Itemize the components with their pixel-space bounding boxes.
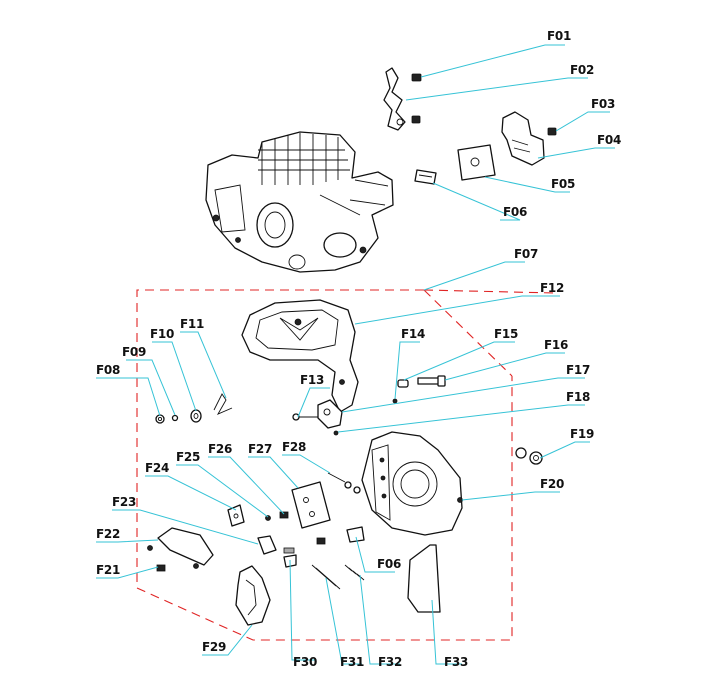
part-f06-lower	[346, 526, 365, 543]
part-f01-f02	[383, 67, 422, 131]
callout-f08: F08	[96, 363, 120, 377]
callout-f15: F15	[494, 327, 518, 341]
part-f05	[457, 144, 496, 181]
part-f29-band	[235, 565, 271, 626]
callout-f30: F30	[293, 655, 317, 669]
callout-f29: F29	[202, 640, 226, 654]
callout-f04: F04	[597, 133, 621, 147]
callout-f06-lower: F06	[377, 557, 401, 571]
callout-f32: F32	[378, 655, 402, 669]
part-f19	[515, 447, 543, 465]
part-f27-plate	[291, 481, 331, 545]
callout-f25: F25	[176, 450, 200, 464]
part-f03-f04	[501, 111, 557, 166]
callout-f20: F20	[540, 477, 564, 491]
callout-f11: F11	[180, 317, 204, 331]
callout-f07: F07	[514, 247, 538, 261]
callout-f23: F23	[112, 495, 136, 509]
group-boundary	[136, 289, 513, 641]
callout-f09: F09	[122, 345, 146, 359]
callout-f28: F28	[282, 440, 306, 454]
part-f06-top	[414, 169, 437, 185]
engine-assembly	[205, 131, 394, 273]
part-f12-cover	[241, 299, 359, 413]
callout-f06-top: F06	[503, 205, 527, 219]
part-f28	[327, 472, 361, 494]
part-f15-f16	[397, 375, 446, 388]
part-f33-guard	[407, 544, 441, 613]
callout-f12: F12	[540, 281, 564, 295]
callout-f18: F18	[566, 390, 590, 404]
part-f17-f18	[317, 399, 343, 436]
callout-f24: F24	[145, 461, 169, 475]
callout-f02: F02	[570, 63, 594, 77]
callout-f22: F22	[96, 527, 120, 541]
callout-f21: F21	[96, 563, 120, 577]
callout-f19: F19	[570, 427, 594, 441]
group-boundary-diag	[423, 289, 513, 377]
callout-f16: F16	[544, 338, 568, 352]
callout-f05: F05	[551, 177, 575, 191]
callout-f03: F03	[591, 97, 615, 111]
callout-f01: F01	[547, 29, 571, 43]
part-f20-cover	[361, 431, 463, 536]
callout-f10: F10	[150, 327, 174, 341]
callout-labels: F01 F02 F03 F04 F05 F06 F07 F08 F09 F10 …	[96, 29, 621, 669]
callout-f31: F31	[340, 655, 364, 669]
part-f24-f26	[227, 504, 289, 527]
callout-f26: F26	[208, 442, 232, 456]
leader-lines	[96, 44, 615, 665]
part-f21	[156, 564, 166, 572]
part-f22-bracket	[147, 527, 214, 569]
callout-f13: F13	[300, 373, 324, 387]
group-boundary-top	[423, 289, 556, 294]
part-f08-f11	[155, 393, 233, 424]
callout-f14: F14	[401, 327, 425, 341]
callout-f17: F17	[566, 363, 590, 377]
callout-f27: F27	[248, 442, 272, 456]
callout-f33: F33	[444, 655, 468, 669]
part-f31-f32	[311, 564, 365, 590]
